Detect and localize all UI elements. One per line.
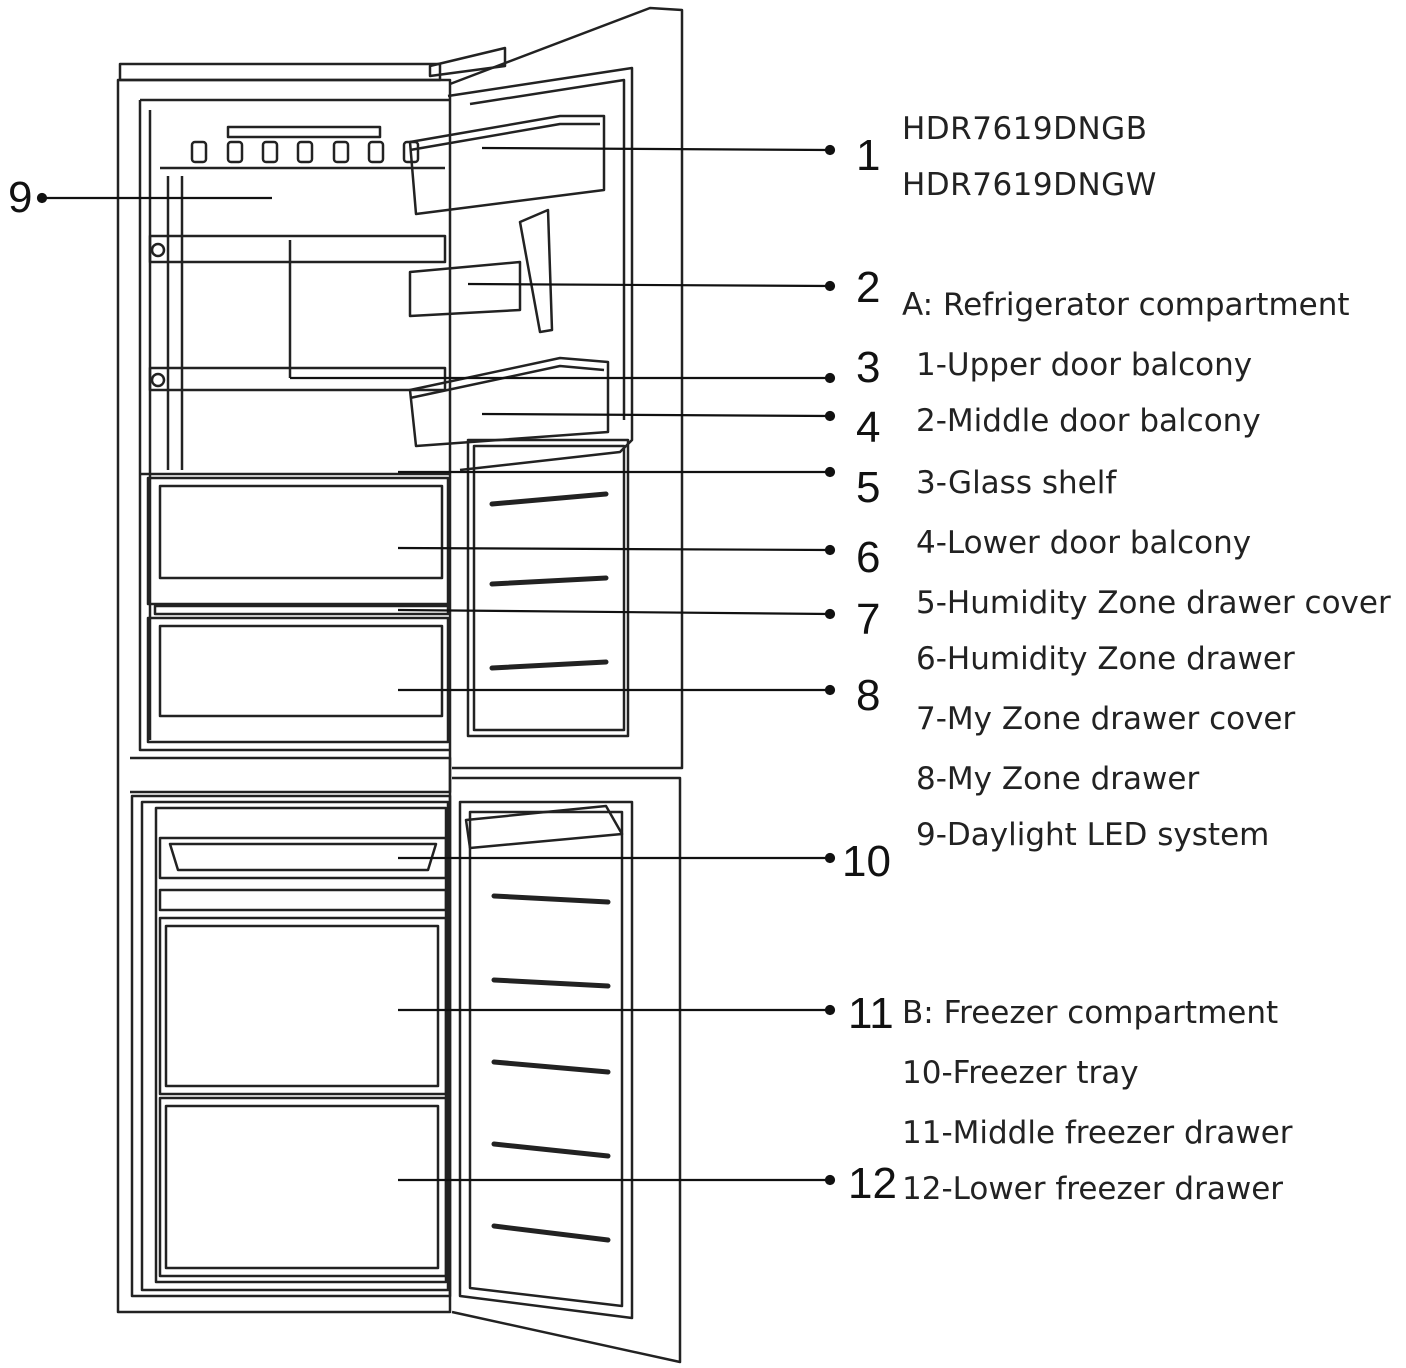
legend-item: 2-Middle door balcony <box>916 403 1261 439</box>
legend-item: 6-Humidity Zone drawer <box>916 641 1295 677</box>
callout-4: 4 <box>856 403 881 452</box>
legend-item: 10-Freezer tray <box>902 1055 1139 1091</box>
model-number: HDR7619DNGB <box>902 111 1148 147</box>
legend-item: 1-Upper door balcony <box>916 347 1253 383</box>
leader-lines <box>36 144 836 1186</box>
led-lights <box>190 140 420 164</box>
section-b-heading: B: Freezer compartment <box>902 995 1279 1031</box>
callout-8: 8 <box>856 671 881 720</box>
legend-item: 3-Glass shelf <box>916 465 1117 501</box>
fridge-drawing <box>116 6 684 1364</box>
callout-7: 7 <box>856 595 881 644</box>
callout-10: 10 <box>842 837 891 886</box>
legend-item: 7-My Zone drawer cover <box>916 701 1296 737</box>
callout-1: 1 <box>856 131 881 180</box>
callout-12: 12 <box>848 1159 897 1208</box>
legend-item: 5-Humidity Zone drawer cover <box>916 585 1391 621</box>
callout-2: 2 <box>856 263 881 312</box>
legend-item: 8-My Zone drawer <box>916 761 1200 797</box>
callout-5: 5 <box>856 463 881 512</box>
legend-item: 11-Middle freezer drawer <box>902 1115 1293 1151</box>
legend-item: 4-Lower door balcony <box>916 525 1252 561</box>
callout-6: 6 <box>856 533 881 582</box>
model-number: HDR7619DNGW <box>902 167 1157 203</box>
callout-3: 3 <box>856 343 881 392</box>
legend-item: 9-Daylight LED system <box>916 817 1270 853</box>
legend-item: 12-Lower freezer drawer <box>902 1171 1284 1207</box>
callout-11: 11 <box>848 989 894 1038</box>
section-a-heading: A: Refrigerator compartment <box>902 287 1350 323</box>
callout-9: 9 <box>8 173 33 222</box>
